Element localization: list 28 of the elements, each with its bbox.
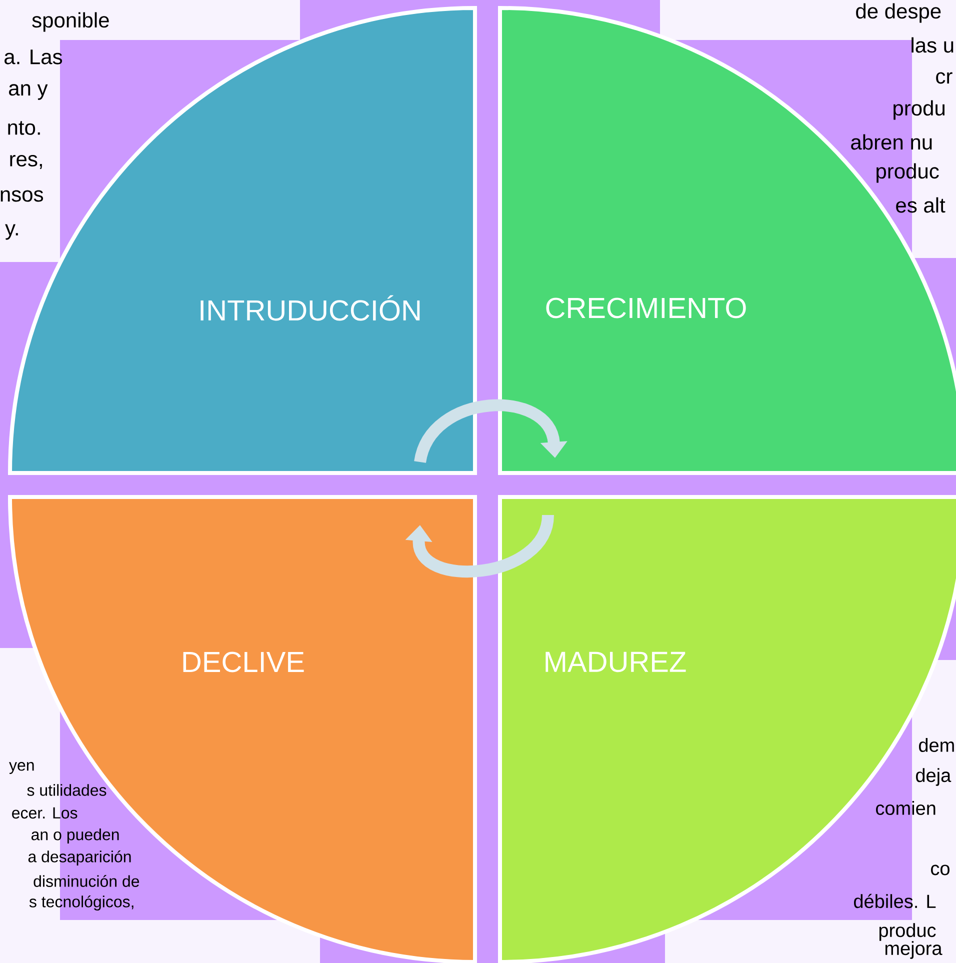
curved-arrow xyxy=(414,400,568,464)
panel-text: deja xyxy=(916,768,952,786)
panel-text: débiles. L xyxy=(854,894,936,908)
panel-text: y. xyxy=(5,224,18,240)
panel-text: abren nu xyxy=(851,134,932,150)
panel-text: cr xyxy=(936,72,952,84)
panel-text: s utilidades xyxy=(27,784,106,796)
panel-text: ecer. Los xyxy=(12,807,78,819)
panel-text: s tecnológicos, xyxy=(29,895,134,911)
panel-text: mejora xyxy=(885,941,942,959)
curved-arrow xyxy=(405,514,554,578)
panel-text: las u xyxy=(912,37,954,53)
panel-text: an o pueden xyxy=(32,828,119,844)
panel-text: produ xyxy=(894,100,945,120)
panel-text: de despe xyxy=(856,3,941,23)
panel-text: an y xyxy=(9,84,48,100)
panel-text: es alt xyxy=(896,197,946,213)
panel-text: dem xyxy=(919,738,954,752)
panel-text: sponible xyxy=(32,12,109,32)
panel-text: produc xyxy=(876,163,939,183)
panel-text: res, xyxy=(10,155,42,169)
panel-text: co xyxy=(931,864,950,876)
panel-text: yen xyxy=(9,762,34,774)
panel-text: a desaparición xyxy=(28,850,131,866)
panel-text: disminución de xyxy=(34,875,140,887)
panel-text: comien xyxy=(876,801,936,815)
panel-text: produc xyxy=(879,923,936,941)
panel-text: nto. xyxy=(8,121,40,135)
